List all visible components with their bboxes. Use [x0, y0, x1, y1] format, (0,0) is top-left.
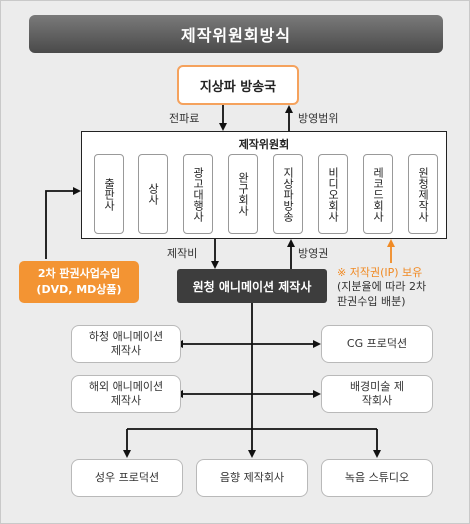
rights-label: 방영범위: [298, 112, 339, 125]
background-art-box: 배경미술 제작회사: [321, 375, 433, 413]
subcontract-studio-box: 하청 애니메이션 제작사: [71, 325, 181, 363]
overseas-studio-box: 해외 애니메이션 제작사: [71, 375, 181, 413]
member-prime-producer: 원청제작사: [408, 154, 438, 234]
member-video: 비디오회사: [318, 154, 348, 234]
fee-label: 전파료: [169, 112, 200, 125]
member-record: 레코드회사: [363, 154, 393, 234]
diagram-title: 제작위원회방식: [29, 15, 443, 53]
cost-label: 제작비: [167, 247, 198, 260]
ip-note-line2: 판권수입 배분): [337, 295, 406, 308]
secondary-revenue-line2: (DVD, MD상품): [36, 283, 122, 296]
member-toy: 완구회사: [228, 154, 258, 234]
broadcaster-box: 지상파 방송국: [177, 65, 299, 105]
ip-note-body: (지분율에 따라 2차 판권수입 배분): [337, 279, 426, 309]
cg-production-box: CG 프로덕션: [321, 325, 433, 363]
committee-title: 제작위원회: [238, 138, 290, 151]
voice-production-box: 성우 프로덕션: [71, 459, 183, 497]
committee-box: 제작위원회 출판사 상사 광고대행사 완구회사 지상파방송 비디오회사 레코드회…: [81, 131, 447, 239]
member-terrestrial: 지상파방송: [273, 154, 303, 234]
member-ad-agency: 광고대행사: [183, 154, 213, 234]
member-publisher: 출판사: [94, 154, 124, 234]
main-studio-box: 원청 애니메이션 제작사: [177, 269, 327, 303]
recording-studio-box: 녹음 스튜디오: [321, 459, 433, 497]
secondary-revenue-line1: 2차 판권사업수입: [37, 267, 121, 280]
member-trading: 상사: [138, 154, 168, 234]
broadcast-right-label: 방영권: [298, 247, 329, 260]
sound-company-box: 음향 제작회사: [196, 459, 308, 497]
revenue-arrow: [45, 187, 81, 259]
ip-note-title: ※ 저작권(IP) 보유: [337, 266, 423, 279]
ip-note-line1: (지분율에 따라 2차: [337, 280, 427, 293]
secondary-revenue-box: 2차 판권사업수입 (DVD, MD상품): [19, 261, 139, 303]
